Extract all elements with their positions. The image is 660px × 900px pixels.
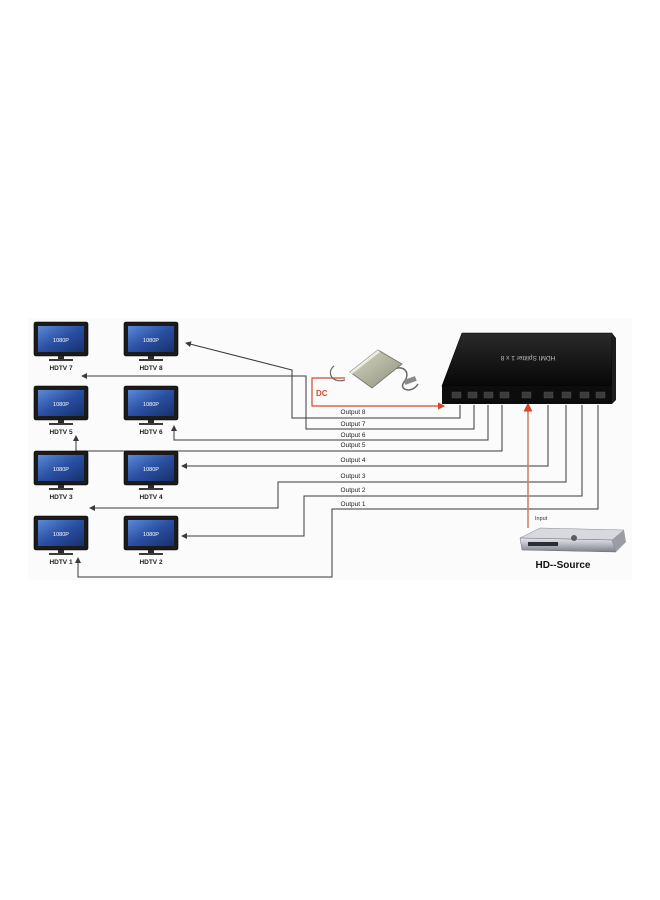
tv-stand-neck (148, 420, 154, 423)
tv-unit: 1080P HDTV 1 (33, 515, 89, 566)
tv-screen-text: 1080P (53, 338, 69, 344)
tv-unit: 1080P HDTV 4 (123, 450, 179, 501)
tv-screen (128, 455, 174, 481)
tv-stand-base (49, 359, 73, 361)
tv-stand-base (139, 423, 163, 425)
output-label: Output 1 (341, 501, 366, 508)
splitter-port (543, 391, 554, 399)
splitter-port (521, 391, 532, 399)
tv-stand-neck (58, 356, 64, 359)
splitter-port (483, 391, 494, 399)
tv-screen (38, 520, 84, 546)
wire-output-5 (73, 405, 503, 452)
tv-stand-neck (58, 485, 64, 488)
tv-stand-neck (58, 550, 64, 553)
wire-output-1 (75, 405, 599, 578)
output-label-group: Output 8 Output 7 Output 6 Output 5 Output 4… (341, 409, 366, 508)
adapter-cable (389, 367, 419, 391)
tv-label: HDTV 8 (139, 365, 163, 372)
tv-label: HDTV 6 (139, 429, 163, 436)
adapter-plug (403, 376, 417, 385)
splitter-port (595, 391, 606, 399)
tv-stand-base (49, 423, 73, 425)
tv-label: HDTV 7 (49, 365, 73, 372)
tv-unit: 1080P HDTV 5 (33, 385, 89, 436)
tv-stand-base (139, 553, 163, 555)
hd-source-label: HD--Source (535, 560, 590, 571)
dc-label: DC (316, 389, 328, 398)
output-label: Output 8 (341, 409, 366, 416)
tv-stand-neck (148, 485, 154, 488)
output-label: Output 5 (341, 442, 366, 449)
tv-unit: 1080P HDTV 3 (33, 450, 89, 501)
tv-screen-text: 1080P (53, 467, 69, 473)
source-right-face (612, 530, 626, 552)
splitter-port (499, 391, 510, 399)
hd-source-device (519, 527, 626, 553)
output-label: Output 7 (341, 421, 366, 428)
tv-screen (38, 390, 84, 416)
dc-power-wire (311, 377, 446, 410)
tv-stand-neck (148, 356, 154, 359)
tv-screen-text: 1080P (53, 402, 69, 408)
tv-stand-neck (58, 420, 64, 423)
output-label: Output 3 (341, 473, 366, 480)
input-label: Input (535, 516, 548, 522)
wire-output-7 (81, 373, 475, 430)
wire-output-6 (171, 405, 489, 441)
tv-screen (38, 455, 84, 481)
splitter-port (561, 391, 572, 399)
tv-label: HDTV 1 (49, 559, 73, 566)
tv-stand-base (139, 488, 163, 490)
tv-unit: 1080P HDTV 2 (123, 515, 179, 566)
tv-stand-base (49, 488, 73, 490)
tv-screen (38, 326, 84, 352)
output-label: Output 2 (341, 487, 366, 494)
splitter-title: HDMI Splitter 1 x 8 (500, 354, 555, 361)
tv-screen-text: 1080P (53, 532, 69, 538)
tv-screen-text: 1080P (143, 532, 159, 538)
splitter-ports (451, 391, 606, 399)
splitter-port (451, 391, 462, 399)
tv-group: 1080P HDTV 7 1080P HDTV 8 1080P HDTV 5 1080P HD… (33, 321, 179, 566)
tv-screen-text: 1080P (143, 467, 159, 473)
wire-output-4 (181, 405, 549, 469)
wire-output-2 (181, 405, 583, 539)
tv-stand-base (139, 359, 163, 361)
source-display (528, 542, 558, 546)
splitter-port (467, 391, 478, 399)
tv-stand-base (49, 553, 73, 555)
tv-stand-neck (148, 550, 154, 553)
tv-unit: 1080P HDTV 8 (123, 321, 179, 372)
output-label: Output 4 (341, 457, 366, 464)
tv-unit: 1080P HDTV 7 (33, 321, 89, 372)
hdmi-splitter-device: HDMI Splitter 1 x 8 (441, 332, 616, 404)
adapter-brick-top (350, 350, 380, 374)
wires (73, 341, 599, 578)
tv-screen-text: 1080P (143, 338, 159, 344)
power-adapter (329, 349, 419, 391)
splitter-port (579, 391, 590, 399)
source-button (571, 535, 577, 541)
tv-unit: 1080P HDTV 6 (123, 385, 179, 436)
tv-label: HDTV 2 (139, 559, 163, 566)
tv-label: HDTV 3 (49, 494, 73, 501)
tv-screen (128, 390, 174, 416)
tv-screen (128, 520, 174, 546)
wire-output-3 (89, 405, 567, 511)
tv-screen-text: 1080P (143, 402, 159, 408)
splitter-side-face (612, 333, 616, 404)
tv-label: HDTV 4 (139, 494, 163, 501)
output-label: Output 6 (341, 432, 366, 439)
wire-output-8 (185, 341, 461, 419)
tv-label: HDTV 5 (49, 429, 73, 436)
adapter-cable-end (329, 365, 346, 382)
tv-screen (128, 326, 174, 352)
